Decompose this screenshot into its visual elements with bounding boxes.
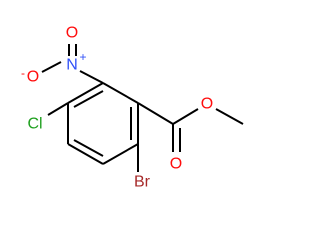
nitrogen-label: N: [66, 57, 78, 74]
oxygen-left-label: O: [27, 69, 39, 86]
ring-bond-c4-c5: [67, 143, 104, 165]
benzene-ring: [67, 82, 139, 165]
bond-ring-to-carbonyl-carbon: [137, 102, 174, 125]
ring-bond-c4-c5-inner: [73, 139, 104, 157]
ring-bond-c6-c1: [67, 82, 104, 104]
bond-ester-oxygen-to-methyl: [215, 108, 244, 125]
nitro-group: N + O O -: [21, 25, 104, 86]
bond-carbonyl-carbon-to-oxygen-single: [172, 108, 199, 125]
bromine-substituent: Br: [134, 144, 151, 191]
oxygen-top-label: O: [66, 25, 78, 42]
bromine-label: Br: [134, 174, 151, 191]
bond-ring-to-chlorine: [47, 102, 69, 116]
oxygen-left-charge: -: [21, 66, 25, 80]
ring-bond-c6-c1-inner: [73, 90, 104, 108]
chlorine-label: Cl: [27, 116, 42, 133]
ester-oxygen-double-label: O: [170, 156, 182, 173]
chlorine-substituent: Cl: [27, 102, 69, 133]
bond-ring-to-nitrogen: [79, 70, 104, 84]
nitrogen-charge: +: [79, 50, 86, 64]
ester-oxygen-single-label: O: [201, 96, 213, 113]
ring-bond-c1-c2: [102, 82, 139, 104]
methyl-ester-group: O O: [137, 96, 244, 173]
ring-bond-c3-c4: [102, 143, 139, 165]
molecule-structure: N + O O - Cl Br O O: [21, 25, 244, 191]
bond-nitrogen-to-oxygen-left: [41, 61, 62, 73]
